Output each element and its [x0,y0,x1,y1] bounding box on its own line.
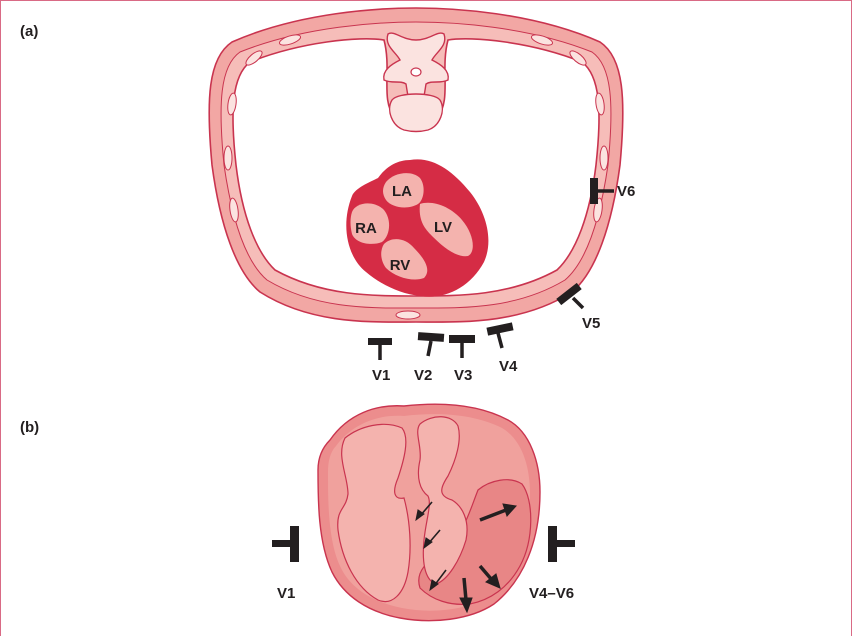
lead-label-v4: V4 [499,358,518,375]
vertebral-foramen [411,68,421,76]
panel-a-label: (a) [20,23,38,40]
lead-label-v4-v6-b: V4–V6 [529,585,574,602]
label-la: LA [392,183,412,200]
lead-label-v1-b: V1 [277,585,295,602]
label-lv: LV [434,219,452,236]
lead-label-v6: V6 [617,183,635,200]
heart-ventricles-b [318,404,540,620]
electrode-v1 [368,338,392,360]
electrode-v1-b [272,526,299,562]
electrode-v4 [486,322,513,348]
lead-label-v2: V2 [414,367,432,384]
electrode-v2 [418,332,444,356]
label-rv: RV [390,257,411,274]
lead-label-v1: V1 [372,367,390,384]
lead-label-v5: V5 [582,315,600,332]
label-ra: RA [355,220,377,237]
panel-b-label: (b) [20,419,39,436]
electrode-v4-v6-b [548,526,575,562]
vertebral-body [390,94,443,132]
lead-label-v3: V3 [454,367,472,384]
electrode-v3 [449,335,475,358]
